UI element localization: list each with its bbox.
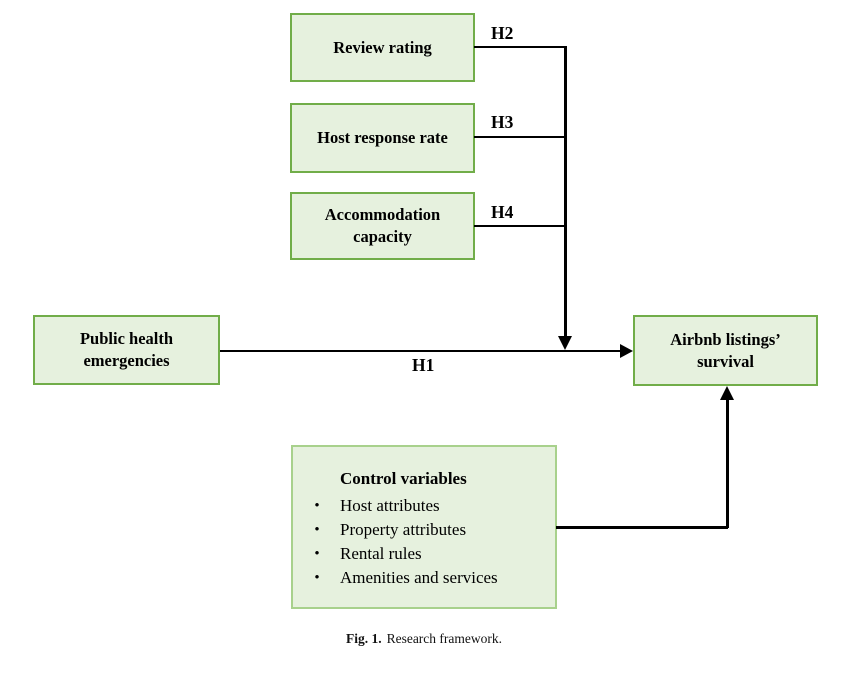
arrowhead-right-icon — [620, 343, 633, 358]
list-item: • Property attributes — [307, 518, 547, 542]
box-public-health-emergencies: Public health emergencies — [33, 315, 220, 385]
h3-connector-line — [474, 135, 566, 138]
box-accommodation-capacity-label: Accommodation capacity — [324, 205, 441, 246]
bullet-icon: • — [314, 570, 320, 586]
list-item: • Rental rules — [307, 542, 547, 566]
box-host-response-rate-label: Host response rate — [317, 128, 448, 148]
box-host-response-rate: Host response rate — [290, 103, 475, 173]
box-review-rating-label: Review rating — [333, 37, 432, 57]
figure-caption-text: Research framework. — [386, 631, 503, 646]
hypothesis-label-h1: H1 — [412, 355, 435, 375]
mediators-vertical-line — [564, 45, 567, 338]
list-item-label: Rental rules — [340, 544, 422, 563]
hypothesis-label-h3: H3 — [491, 112, 514, 132]
hypothesis-label-h2: H2 — [491, 23, 514, 43]
h1-connector-line — [220, 349, 622, 352]
h4-connector-line — [474, 224, 566, 227]
box-review-rating: Review rating — [290, 13, 475, 82]
list-item: • Host attributes — [307, 494, 547, 518]
bullet-icon: • — [314, 546, 320, 562]
list-item-label: Property attributes — [340, 520, 467, 539]
bullet-icon: • — [314, 498, 320, 514]
h2-connector-line — [474, 45, 566, 48]
box-airbnb-listings-survival: Airbnb listings’ survival — [633, 315, 818, 386]
control-variables-title: Control variables — [340, 469, 467, 488]
box-airbnb-listings-survival-label: Airbnb listings’ survival — [670, 329, 781, 371]
box-accommodation-capacity: Accommodation capacity — [290, 192, 475, 260]
arrowhead-up-icon — [719, 386, 734, 400]
control-horizontal-line — [556, 526, 728, 529]
bullet-icon: • — [314, 522, 320, 538]
figure-caption-number: Fig. 1. — [345, 631, 382, 646]
list-item-label: Host attributes — [340, 496, 440, 515]
hypothesis-label-h4: H4 — [491, 202, 514, 222]
box-public-health-emergencies-label: Public health emergencies — [79, 329, 174, 370]
figure-caption: Fig. 1. Research framework. — [0, 631, 856, 647]
box-control-variables: Control variables • Host attributes • Pr… — [291, 445, 557, 609]
arrowhead-down-icon — [558, 336, 572, 350]
list-item: • Amenities and services — [307, 566, 547, 590]
control-vertical-line — [726, 398, 729, 528]
list-item-label: Amenities and services — [340, 568, 498, 587]
